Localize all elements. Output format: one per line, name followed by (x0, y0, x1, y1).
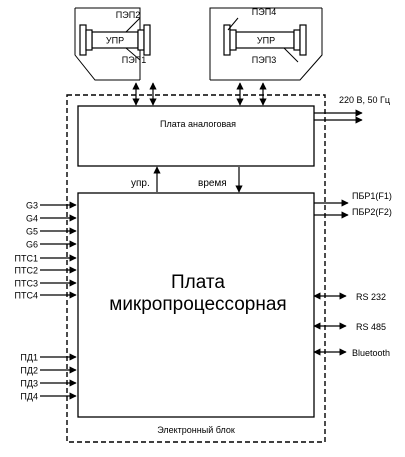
input-label-g6: G6 (26, 240, 38, 250)
time-label: время (198, 178, 227, 189)
input-label-g4: G4 (26, 214, 38, 224)
interface-signals: RS 232 RS 485 Bluetooth (313, 292, 390, 358)
input-label-pts4: ПТС4 (15, 291, 38, 301)
electronic-unit-enclosure (66, 94, 326, 443)
right-top-transducer-label: ПЭП4 (252, 7, 276, 17)
interface-label-bluetooth: Bluetooth (352, 348, 390, 358)
left-bottom-transducer-label: ПЭП1 (122, 55, 146, 65)
power-label: 220 В, 50 Гц (339, 95, 390, 105)
input-label-g5: G5 (26, 227, 38, 237)
input-label-pd1: ПД1 (20, 353, 38, 363)
output-label-pbr2: ПБР2(F2) (352, 207, 392, 217)
left-sensor-assembly: УПР ПЭП2 ПЭП1 (74, 7, 151, 81)
pd-input-signals: ПД1 ПД2 ПД3 ПД4 (20, 353, 77, 402)
right-bottom-transducer-label: ПЭП3 (252, 55, 276, 65)
microprocessor-board (77, 192, 315, 418)
control-label: упр. (131, 178, 150, 189)
input-label-pd4: ПД4 (20, 392, 38, 402)
input-label-g3: G3 (26, 201, 38, 211)
microprocessor-title-line1: Плата (171, 272, 225, 293)
left-top-transducer-label: ПЭП2 (116, 10, 140, 20)
enclosure-label: Электронный блок (157, 425, 235, 435)
right-sensor-body-label: УПР (257, 36, 275, 46)
input-label-pts1: ПТС1 (15, 254, 38, 264)
left-input-signals: G3 G4 G5 G6 ПТС1 ПТС2 ПТС3 ПТС4 (15, 201, 77, 301)
sensor-links (132, 82, 267, 106)
interface-label-rs485: RS 485 (356, 322, 386, 332)
output-label-pbr1: ПБР1(F1) (352, 191, 392, 201)
analog-board (77, 105, 315, 167)
input-label-pd3: ПД3 (20, 379, 38, 389)
right-sensor-assembly: УПР ПЭП4 ПЭП3 (209, 7, 323, 81)
input-label-pd2: ПД2 (20, 366, 38, 376)
interface-label-rs232: RS 232 (356, 292, 386, 302)
input-label-pts2: ПТС2 (15, 266, 38, 276)
left-sensor-body-label: УПР (106, 36, 124, 46)
microprocessor-title-line2: микропроцессорная (109, 294, 286, 315)
right-output-signals: ПБР1(F1) ПБР2(F2) (314, 191, 392, 219)
input-label-pts3: ПТС3 (15, 279, 38, 289)
analog-board-title: Плата аналоговая (160, 119, 236, 129)
power-output-arrows (314, 109, 363, 124)
